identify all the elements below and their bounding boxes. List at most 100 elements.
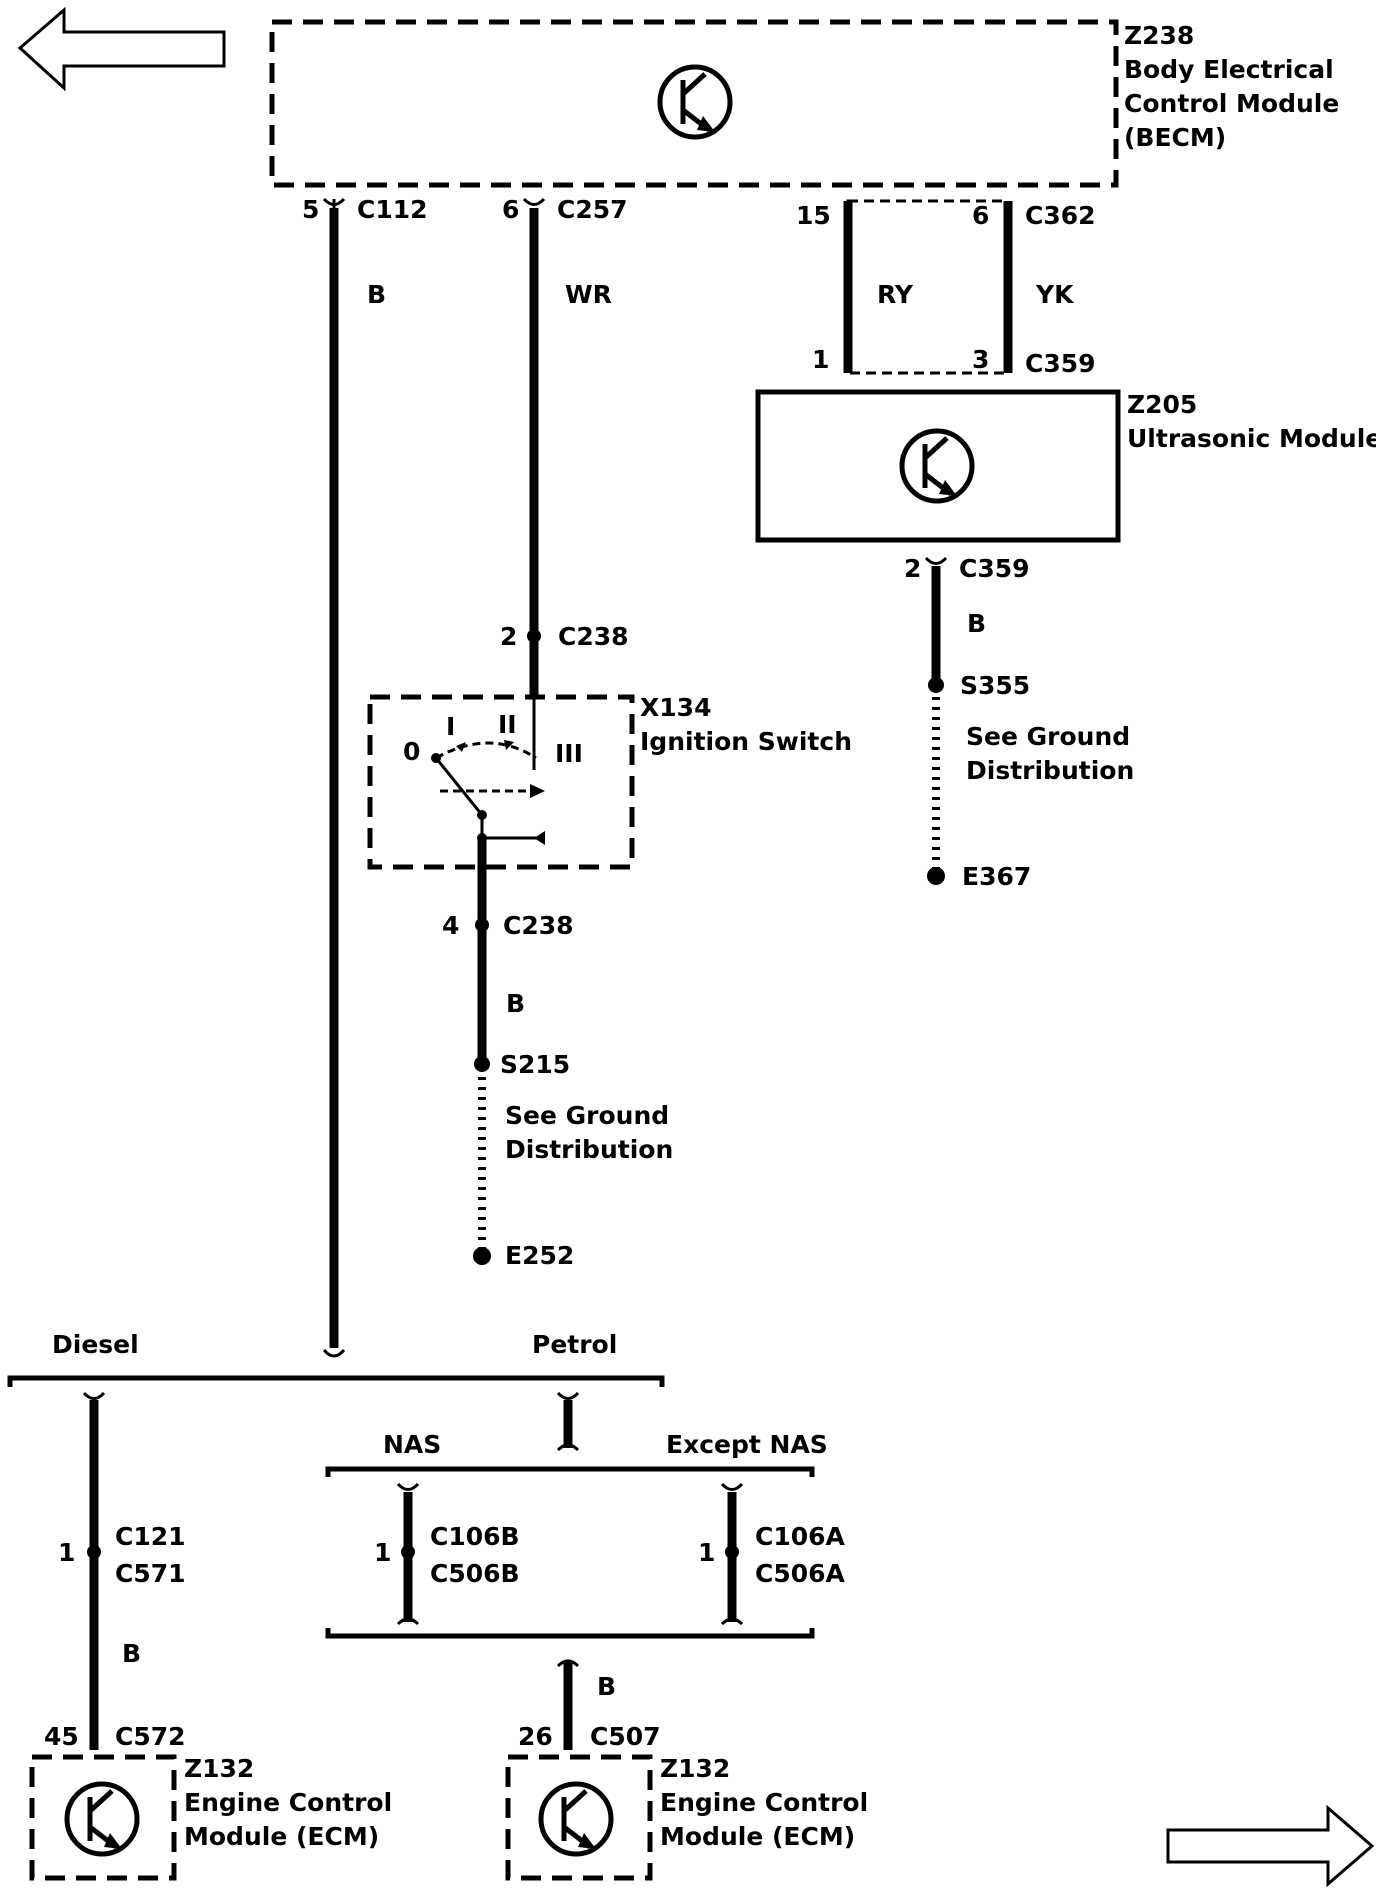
ultrasonic-module-box (755, 389, 1121, 543)
transistor-icon (64, 1781, 140, 1857)
ecm-left-label-1: Engine Control (184, 1788, 392, 1817)
label-c106b: C106B (430, 1522, 520, 1551)
ecm-left-box (29, 1754, 177, 1881)
connector-c257 (522, 197, 546, 206)
wire-color-ry: RY (877, 280, 914, 309)
connector-c121 (87, 1545, 101, 1559)
label-c112: C112 (357, 195, 428, 224)
ecm-left-id: Z132 (184, 1754, 254, 1783)
connector-c112 (322, 197, 346, 208)
ground-e252-icon (473, 1247, 491, 1265)
ultrasonic-label: Ultrasonic Module (1127, 424, 1376, 453)
ecm-right-label-2: Module (ECM) (660, 1822, 855, 1851)
label-c238-top: C238 (558, 622, 629, 651)
connector-diesel-top (82, 1391, 106, 1400)
pin-c121: 1 (58, 1538, 75, 1567)
connector-bus-top (322, 1348, 346, 1358)
branch-nas: NAS (383, 1430, 441, 1459)
pin-c257: 6 (502, 195, 519, 224)
connector-petrol-bottom (556, 1443, 580, 1452)
pin-c572: 45 (44, 1722, 79, 1751)
label-c238-bottom: C238 (503, 911, 574, 940)
ground-note-2: Distribution (505, 1135, 673, 1164)
connector-petrol-top (556, 1391, 580, 1400)
ignition-pos-1: I (446, 712, 455, 741)
label-e367: E367 (962, 862, 1031, 891)
pin-c238-bottom: 4 (442, 911, 459, 940)
becm-label-1: Body Electrical (1124, 55, 1334, 84)
becm-label-3: (BECM) (1124, 123, 1226, 152)
ignition-pos-3: III (555, 739, 583, 768)
bus-nas (325, 1466, 815, 1477)
connector-nas-bottom (396, 1617, 420, 1626)
label-c362: C362 (1025, 201, 1096, 230)
connector-nas-top (396, 1482, 420, 1491)
transistor-icon (538, 1781, 614, 1857)
pin-c112: 5 (302, 195, 319, 224)
branch-petrol: Petrol (532, 1330, 617, 1359)
pin-c362-left: 15 (796, 201, 831, 230)
left-arrow-icon[interactable] (17, 6, 226, 92)
ignition-pos-0: 0 (403, 737, 420, 766)
pin-c106a: 1 (698, 1538, 715, 1567)
ecm-left-label-2: Module (ECM) (184, 1822, 379, 1851)
wire-color-diesel-ecm: B (122, 1639, 141, 1668)
wire-color-yk: YK (1035, 280, 1075, 309)
label-c359-top: C359 (1025, 349, 1096, 378)
pin-c362: 6 (972, 201, 989, 230)
connector-c359-bottom (924, 556, 948, 565)
pin-c507: 26 (518, 1722, 553, 1751)
label-c572: C572 (115, 1722, 186, 1751)
label-c507: C507 (590, 1722, 661, 1751)
pin-c106b: 1 (374, 1538, 391, 1567)
transistor-icon (899, 428, 975, 504)
label-c121: C121 (115, 1522, 186, 1551)
ultrasonic-id: Z205 (1127, 390, 1197, 419)
label-c506b: C506B (430, 1559, 520, 1588)
ground-note-1: See Ground (966, 722, 1130, 751)
label-s355: S355 (960, 671, 1030, 700)
ground-note-2: Distribution (966, 756, 1134, 785)
ignition-switch-contacts (431, 697, 545, 845)
bus-nas-bottom (325, 1628, 815, 1639)
ground-note-1: See Ground (505, 1101, 669, 1130)
label-c571: C571 (115, 1559, 186, 1588)
pin-c359-top: 3 (972, 345, 989, 374)
pin-c359-bottom: 2 (904, 554, 921, 583)
transistor-icon (657, 64, 733, 140)
label-c106a: C106A (755, 1522, 846, 1551)
ignition-id: X134 (640, 693, 711, 722)
connector-except-nas-bottom (720, 1617, 744, 1626)
becm-label-2: Control Module (1124, 89, 1339, 118)
branch-except-nas: Except NAS (666, 1430, 828, 1459)
label-s215: S215 (500, 1050, 570, 1079)
connector-c238-bottom (475, 918, 489, 932)
pin-c238-top: 2 (500, 622, 517, 651)
becm-module-box (269, 19, 1119, 188)
ecm-right-box (505, 1754, 653, 1881)
connector-c106b (401, 1545, 415, 1559)
label-e252: E252 (505, 1241, 574, 1270)
connector-c106a (725, 1545, 739, 1559)
connector-except-nas-top (720, 1482, 744, 1491)
wire-color-c257: WR (565, 280, 612, 309)
wire-color-ignition-ground: B (506, 989, 525, 1018)
wire-color-petrol-ecm: B (597, 1672, 616, 1701)
ecm-right-label-1: Engine Control (660, 1788, 868, 1817)
pin-c359-left: 1 (812, 345, 829, 374)
ignition-label: Ignition Switch (640, 727, 852, 756)
ecm-right-id: Z132 (660, 1754, 730, 1783)
ignition-switch-box (367, 694, 635, 870)
right-arrow-icon[interactable] (1166, 1804, 1375, 1888)
splice-s355 (928, 677, 944, 693)
splice-s215 (474, 1056, 490, 1072)
branch-diesel: Diesel (52, 1330, 139, 1359)
label-c257: C257 (557, 195, 628, 224)
label-c359-bottom: C359 (959, 554, 1030, 583)
bus-diesel-petrol (7, 1375, 665, 1387)
ground-e367-icon (927, 867, 945, 885)
wire-color-c112: B (367, 280, 386, 309)
becm-id: Z238 (1124, 21, 1194, 50)
wire-color-ultrasonic-ground: B (967, 609, 986, 638)
